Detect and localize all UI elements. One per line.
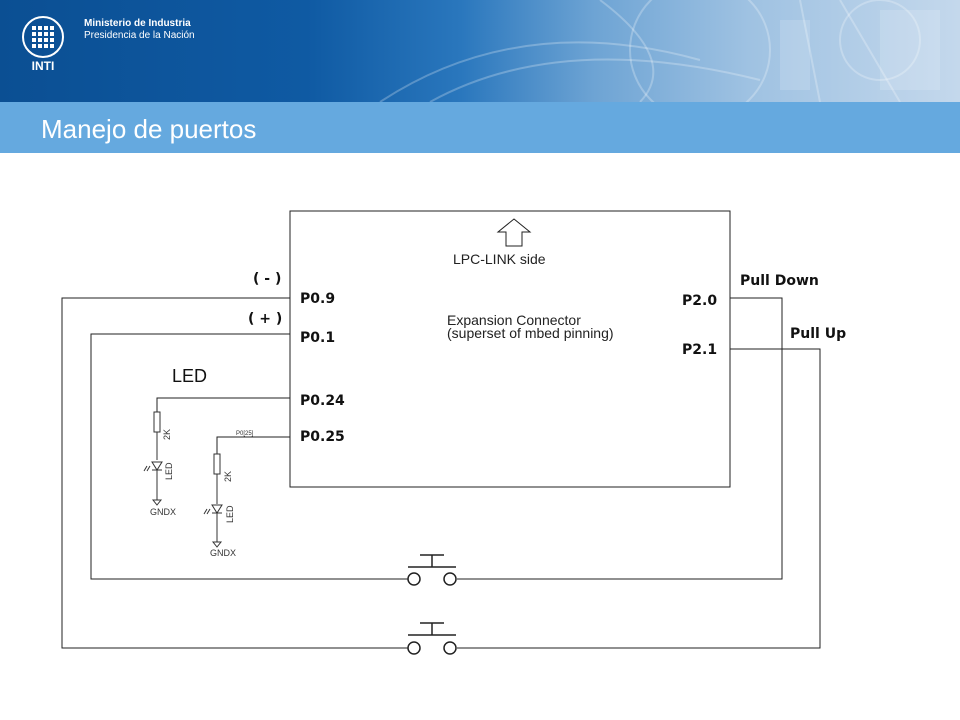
ground-2-label: GNDX: [210, 548, 236, 558]
led-2-label: LED: [225, 505, 235, 523]
connector-name-label: Expansion Connector: [447, 312, 581, 328]
wire-p0-1: [90, 333, 408, 580]
net-label-p0-25: P0[25]: [236, 431, 254, 437]
connector-note-label: (superset of mbed pinning): [447, 325, 614, 341]
push-button-bottom: [407, 622, 457, 655]
ground-1-icon: [151, 499, 163, 506]
led-circuit-1: [143, 411, 163, 506]
lpc-link-side-label: LPC-LINK side: [453, 251, 546, 267]
wire-p2-1: [457, 348, 821, 649]
ministry-line-1: Ministerio de Industria: [84, 18, 191, 29]
ground-2-icon: [211, 541, 223, 548]
led-1-label: LED: [164, 462, 174, 480]
ministry-line-2: Presidencia de la Nación: [84, 30, 195, 41]
resistor-2-value: 2K: [223, 471, 233, 482]
pull-up-label: Pull Up: [790, 326, 846, 342]
led-1-icon: [151, 461, 163, 471]
resistor-1-value: 2K: [162, 429, 172, 440]
ground-1-label: GNDX: [150, 507, 176, 517]
title-bar: [0, 102, 960, 153]
wire-p2-0: [457, 297, 783, 580]
wire-p0-25: [216, 436, 290, 454]
led-circuit-2: [203, 453, 223, 548]
slide-title: Manejo de puertos: [41, 114, 257, 144]
led-section-title: LED: [172, 366, 207, 386]
pin-p2-1: P2.1: [682, 342, 717, 358]
wire-p0-24: [156, 397, 290, 412]
polarity-minus-label: ( - ): [253, 271, 281, 287]
pin-p0-25: P0.25: [300, 429, 345, 445]
pin-p0-24: P0.24: [300, 393, 345, 409]
header-background-art: [379, 0, 940, 102]
pull-down-label: Pull Down: [740, 273, 819, 289]
up-arrow-icon: [496, 218, 532, 247]
header-banner: INTI Ministerio de Industria Presidencia…: [0, 0, 960, 102]
inti-logo: INTI: [22, 16, 64, 73]
resistor-2: [213, 453, 221, 475]
resistor-1: [153, 411, 161, 433]
pin-p0-1: P0.1: [300, 330, 335, 346]
pin-p2-0: P2.0: [682, 293, 717, 309]
ministry-text: Ministerio de Industria Presidencia de l…: [84, 18, 195, 42]
pin-p0-9: P0.9: [300, 291, 335, 307]
led-2-icon: [211, 504, 223, 514]
push-button-top: [407, 554, 457, 586]
logo-text: INTI: [32, 59, 55, 73]
polarity-plus-label: ( + ): [248, 311, 282, 327]
wire-p0-9: [61, 297, 408, 649]
